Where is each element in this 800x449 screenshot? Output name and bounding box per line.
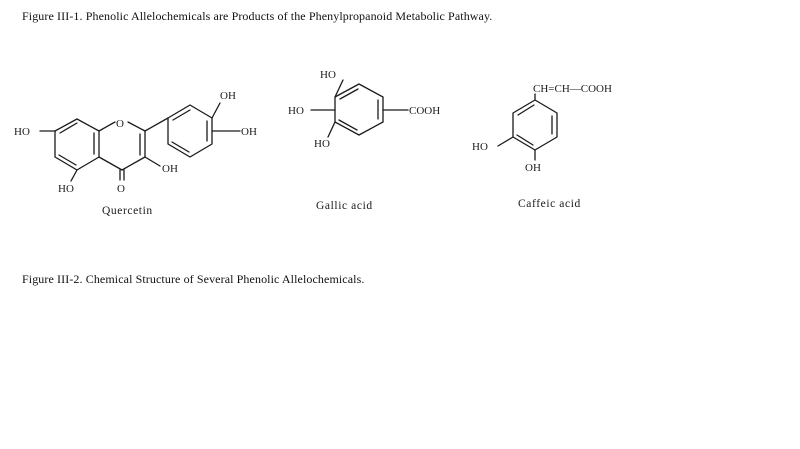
caffeic-acid-structure: CH=CH—COOH HO OH Caffeic acid [472,83,612,210]
quercetin-structure: HO HO O O OH OH OH Quercetin [14,90,257,217]
gallic-acid-ring-double-3 [338,119,358,131]
gallic-acid-ho-top-label: HO [320,69,336,81]
quercetin-oh-top-bond [211,102,221,119]
gallic-acid-structure: HO HO HO COOH Gallic acid [288,69,440,212]
quercetin-ho-left-label: HO [14,126,30,138]
caffeic-acid-oh-label: OH [525,162,541,174]
gallic-acid-ho-bottom-bond [327,121,336,138]
quercetin-ring-a [54,118,100,171]
quercetin-ring-a-double-1 [59,122,78,134]
gallic-acid-name: Gallic acid [316,200,373,212]
quercetin-ring-oxygen-label: O [116,118,124,130]
quercetin-oh-top-label: OH [220,90,236,102]
caffeic-acid-ho-bond [497,136,514,147]
quercetin-carbonyl-oxygen-label: O [117,183,125,195]
gallic-acid-ho-bottom-label: HO [314,138,330,150]
quercetin-ring-link [144,117,169,132]
figure-1-caption: Figure III-1. Phenolic Allelochemicals a… [22,9,493,23]
quercetin-ring-c-bond-1 [98,121,116,132]
quercetin-ring-a-double-3 [58,154,77,166]
quercetin-ho-bottom-label: HO [58,183,74,195]
gallic-acid-ho-left-label: HO [288,105,304,117]
quercetin-ring-c-bond-5 [98,156,123,171]
caffeic-acid-ring [512,99,558,151]
caffeic-acid-side-chain-label: CH=CH—COOH [533,83,612,95]
quercetin-oh-c3-label: OH [162,163,178,175]
caffeic-acid-ring-double-1 [517,104,535,116]
gallic-acid-ho-top-bond [334,79,344,98]
gallic-acid-ring [334,83,384,136]
quercetin-oh-right-label: OH [241,126,257,138]
quercetin-name: Quercetin [102,205,153,217]
caffeic-acid-ring-double-3 [516,134,534,146]
quercetin-ring-b-double-3 [171,141,190,153]
gallic-acid-ring-double-1 [339,88,359,100]
figure-2-caption: Figure III-2. Chemical Structure of Seve… [22,272,365,286]
caffeic-acid-name: Caffeic acid [518,198,581,210]
caffeic-acid-ho-label: HO [472,141,488,153]
quercetin-ring-b-double-1 [172,109,191,121]
quercetin-ho-bottom-bond [70,169,78,182]
quercetin-oh-c3-bond [144,156,161,167]
quercetin-ring-b [167,104,213,158]
gallic-acid-cooh-label: COOH [409,105,440,117]
quercetin-ring-c-bond-2 [127,121,146,132]
quercetin-ring-c-bond-4 [121,156,146,171]
